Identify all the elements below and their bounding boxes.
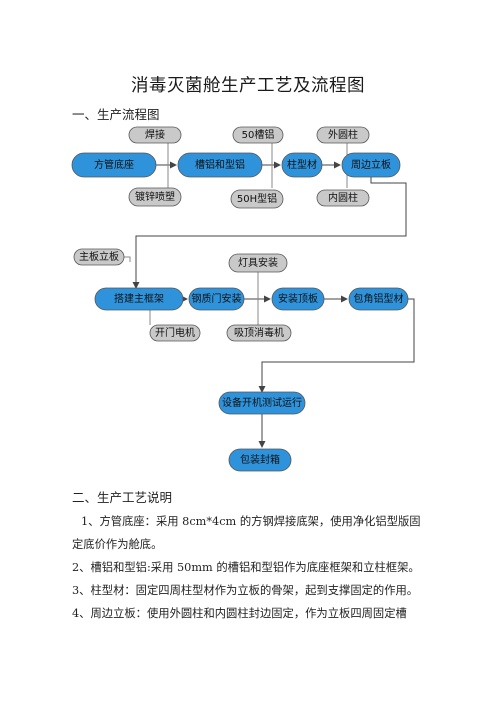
section-heading-flowchart: 一、生产流程图 (72, 107, 160, 122)
node-ceiling-uv: 吸顶消毒机 (226, 324, 292, 342)
node-main-panel-label: 主板立板 (79, 250, 119, 263)
node-channel-aluminum-label: 槽铝和型铝 (195, 158, 245, 171)
node-channel-aluminum: 槽铝和型铝 (177, 152, 263, 178)
node-pack-seal-label: 包装封箱 (240, 453, 280, 466)
node-inner-column: 内圆柱 (316, 189, 370, 207)
paragraph-column: 3、柱型材：固定四周柱型材作为立板的骨架，起到支撑固定的作用。 (72, 584, 419, 597)
node-welding-label: 焊接 (145, 128, 165, 141)
node-square-tube-base-label: 方管底座 (94, 158, 134, 171)
node-build-frame-label: 搭建主框架 (114, 292, 164, 305)
node-welding-shape (128, 126, 182, 144)
node-corner-profile-label: 包角铝型材 (354, 292, 404, 305)
node-h50-aluminum: 50H型铝 (230, 189, 284, 209)
node-outer-column: 外圆柱 (316, 126, 370, 144)
node-inner-column-label: 内圆柱 (328, 191, 358, 204)
node-square-tube-base: 方管底座 (71, 152, 157, 178)
document-title: 消毒灭菌舱生产工艺及流程图 (131, 76, 365, 96)
node-galvanize-spray: 镀锌喷塑 (128, 187, 182, 207)
node-corner-profile: 包角铝型材 (348, 287, 409, 311)
node-light-install-label: 灯具安装 (238, 256, 278, 269)
node-corner-profile-shape (348, 287, 409, 311)
node-pack-seal: 包装封箱 (228, 448, 292, 472)
node-ceiling-uv-label: 吸顶消毒机 (234, 326, 284, 339)
node-inner-column-shape (316, 189, 370, 207)
paragraph-channel: 2、槽铝和型铝:采用 50mm 的槽铝和型铝作为底座框架和立柱框架。 (72, 561, 420, 574)
paragraph-base: 1、方管底座：采用 8cm*4cm 的方钢焊接底架，使用净化铝型版固定底价作为舱… (72, 515, 421, 551)
node-outer-column-label: 外圆柱 (328, 128, 358, 141)
node-install-roof-label: 安装顶板 (278, 292, 318, 305)
node-steel-door: 钢质门安装 (188, 287, 245, 311)
node-steel-door-shape (188, 287, 245, 311)
node-ceiling-uv-shape (226, 324, 292, 342)
node-welding: 焊接 (128, 126, 182, 144)
node-light-install: 灯具安装 (228, 253, 288, 273)
node-pack-seal-shape (228, 448, 292, 472)
node-column-profile: 柱型材 (281, 152, 323, 178)
connector-main-panel (124, 256, 131, 262)
node-channel-aluminum-shape (177, 152, 263, 178)
node-channel-50-shape (232, 126, 284, 144)
node-channel-50: 50槽铝 (232, 126, 284, 144)
node-door-motor-label: 开门电机 (155, 326, 195, 339)
node-h50-aluminum-label: 50H型铝 (237, 192, 277, 205)
node-column-profile-label: 柱型材 (287, 158, 317, 171)
node-galvanize-spray-label: 镀锌喷塑 (135, 190, 175, 203)
node-h50-aluminum-shape (230, 189, 284, 209)
node-power-test: 设备开机测试运行 (218, 391, 306, 415)
node-outer-column-shape (316, 126, 370, 144)
node-main-panel: 主板立板 (73, 248, 125, 266)
node-perimeter-wall: 周边立板 (341, 152, 401, 178)
node-build-frame: 搭建主框架 (94, 287, 184, 311)
node-light-install-shape (228, 253, 288, 273)
section-heading-process: 二、生产工艺说明 (72, 490, 173, 505)
node-column-profile-shape (281, 152, 323, 178)
node-perimeter-wall-shape (341, 152, 401, 178)
node-door-motor-shape (149, 324, 201, 342)
node-galvanize-spray-shape (128, 187, 182, 207)
node-square-tube-base-shape (71, 152, 157, 178)
node-main-panel-shape (73, 248, 125, 266)
arrow-corner-to-test (258, 298, 415, 393)
node-power-test-shape (218, 391, 306, 415)
paragraph-wall: 4、周边立板：使用外圆柱和内圆柱封边固定，作为立板四周固定槽 (72, 607, 407, 620)
arrow-wall-to-frame (132, 176, 407, 289)
node-channel-50-label: 50槽铝 (242, 128, 275, 141)
node-perimeter-wall-label: 周边立板 (351, 158, 391, 171)
node-power-test-label: 设备开机测试运行 (222, 396, 302, 409)
node-install-roof: 安装顶板 (271, 287, 325, 311)
node-steel-door-label: 钢质门安装 (192, 292, 242, 305)
node-build-frame-shape (94, 287, 184, 311)
node-install-roof-shape (271, 287, 325, 311)
node-door-motor: 开门电机 (149, 324, 201, 342)
